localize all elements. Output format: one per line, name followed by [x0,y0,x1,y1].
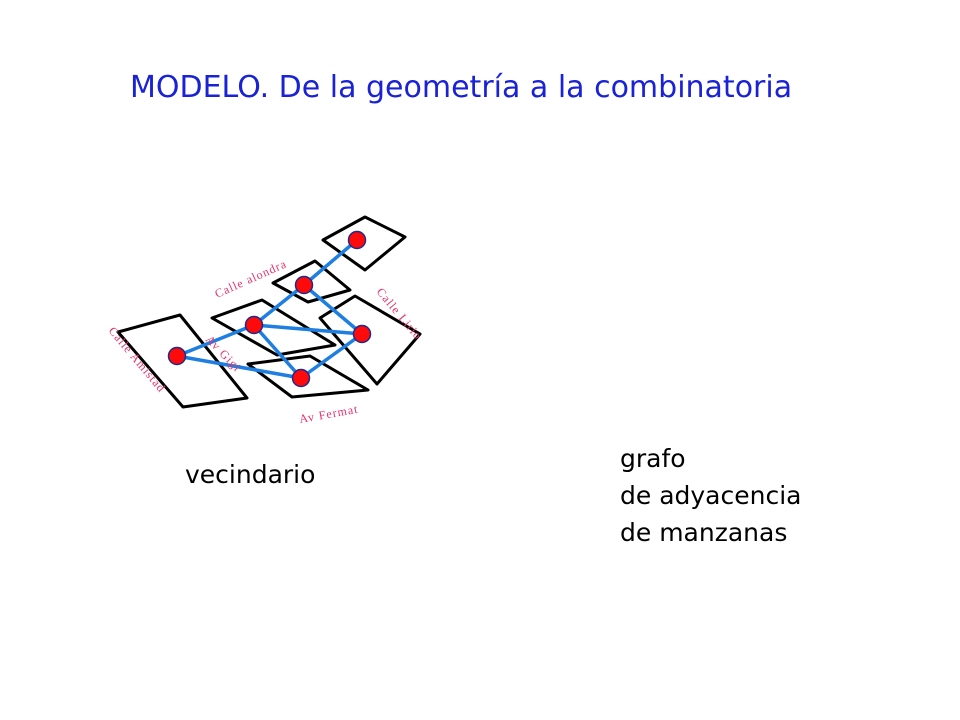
block-center [210,298,337,357]
block-lirio [318,294,422,386]
city-blocks [116,215,422,409]
node-center [244,315,264,335]
block-top [321,215,407,272]
caption-graph-line-3: de manzanas [620,518,788,547]
edge-center-fermat [252,323,303,380]
edge-amistad-fermat [175,354,303,380]
caption-neighborhood: vecindario [185,460,316,489]
node-amistad [167,346,187,366]
street-label-amistad: Calle Amistad [106,324,169,395]
slide-title: MODELO. De la geometría a la combinatori… [130,70,793,105]
edge-center-small [252,283,306,327]
graph-nodes [167,230,372,388]
edge-amistad-center [175,323,256,358]
edge-small-lirio [302,283,364,336]
caption-graph-line-1: grafo [620,444,686,473]
block-amistad [116,313,249,409]
street-label-lirio: Calle Lirio [374,285,425,343]
node-small [294,275,314,295]
caption-graph: grafo de adyacencia de manzanas [620,440,801,551]
block-fermat [246,354,370,399]
graph-edges [175,238,364,380]
edge-small-top [302,238,359,287]
edge-fermat-lirio [299,332,364,380]
block-small [271,259,352,304]
edge-center-lirio [252,323,364,336]
node-top [347,230,367,250]
node-fermat [291,368,311,388]
street-label-alondra: Calle alondra [213,257,289,301]
node-lirio [352,324,372,344]
caption-graph-line-2: de adyacencia [620,481,802,510]
street-label-fermat: Av Fermat [298,402,359,426]
